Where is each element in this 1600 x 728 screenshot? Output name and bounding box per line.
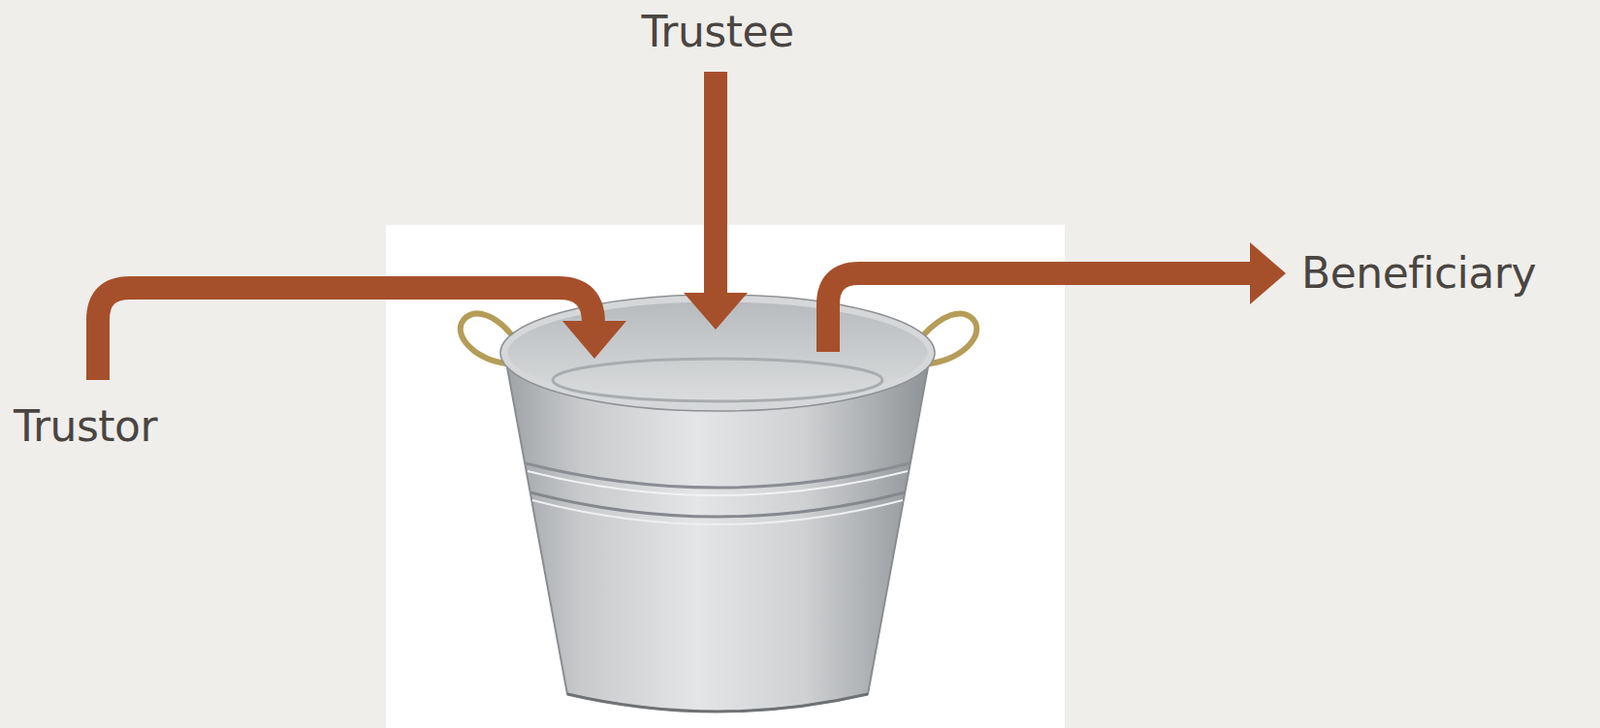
arrow-head bbox=[1249, 242, 1286, 305]
pail-band bbox=[532, 500, 903, 525]
role-label: Trustor bbox=[13, 404, 158, 449]
arrow-head bbox=[562, 320, 627, 359]
beneficiary-arrow bbox=[828, 273, 1253, 352]
role-label: Beneficiary bbox=[1301, 251, 1536, 296]
arrow-head bbox=[683, 292, 748, 330]
pail-inner-bottom bbox=[552, 358, 883, 402]
trustee-arrow bbox=[704, 71, 728, 297]
pail-band bbox=[527, 471, 908, 496]
pail-base bbox=[567, 694, 868, 712]
photo-backdrop bbox=[385, 224, 1065, 728]
role-label: Trustee bbox=[640, 9, 794, 55]
trustor-arrow bbox=[97, 288, 594, 381]
